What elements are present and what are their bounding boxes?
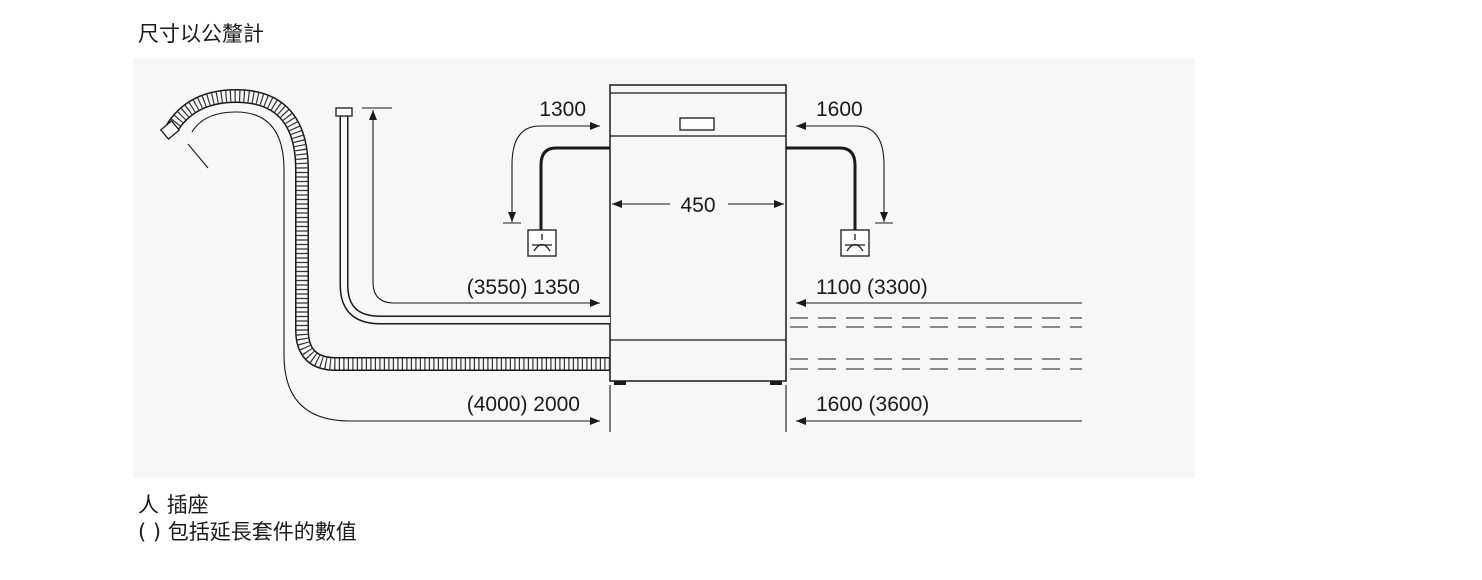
control-panel-display — [679, 117, 715, 131]
dishwasher-appliance — [609, 84, 787, 385]
dishwasher-body — [609, 84, 787, 382]
inlet-reach-dimension — [362, 107, 600, 307]
socket-symbol-right — [840, 229, 870, 257]
dim-label-drain-right: 1600 (3600) — [816, 393, 929, 416]
units-title: 尺寸以公釐計 — [138, 22, 264, 46]
dim-label-inlet-left: (3550) 1350 — [467, 276, 580, 299]
dashed-hose-extensions — [790, 317, 1082, 370]
parentheses-legend-label: 包括延長套件的數值 — [167, 520, 357, 544]
dim-label-drain-left: (4000) 2000 — [467, 393, 580, 416]
legend-socket: ⼈ 插座 — [138, 492, 209, 518]
drain-hose — [159, 88, 610, 371]
parentheses-legend-symbol: ( ) — [138, 520, 162, 544]
drain-reach-dimension — [187, 111, 600, 425]
socket-symbol-left — [527, 229, 557, 257]
foot-right — [770, 381, 782, 385]
right-extension-lines — [609, 299, 1082, 432]
legend-parentheses: ( ) 包括延長套件的數值 — [138, 519, 357, 545]
dim-label-inlet-right: 1100 (3300) — [816, 276, 928, 299]
dim-label-cord-left: 1300 — [539, 98, 586, 121]
dim-label-width: 450 — [680, 194, 715, 217]
socket-legend-label: 插座 — [166, 493, 209, 517]
inlet-hose — [335, 107, 610, 325]
dim-label-cord-right: 1600 — [816, 98, 863, 121]
foot-left — [614, 381, 626, 385]
socket-legend-icon: ⼈ — [138, 493, 159, 517]
